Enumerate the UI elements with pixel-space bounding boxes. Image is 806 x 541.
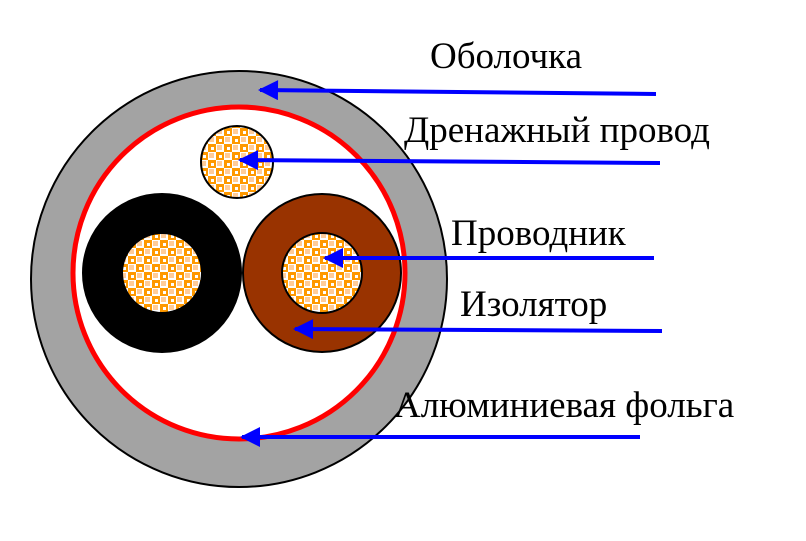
sheath-label: Оболочка [430, 36, 582, 77]
drain-wire-label: Дренажный провод [404, 110, 710, 151]
conductor-right [281, 232, 363, 314]
drain-wire-arrow [238, 150, 661, 171]
conductor-left [121, 232, 203, 314]
insulator-label: Изолятор [460, 284, 607, 325]
foil-label: Алюминиевая фольга [394, 385, 734, 426]
insulator-arrow [293, 319, 663, 340]
sheath-arrow [258, 80, 657, 101]
conductor-label: Проводник [451, 213, 627, 254]
